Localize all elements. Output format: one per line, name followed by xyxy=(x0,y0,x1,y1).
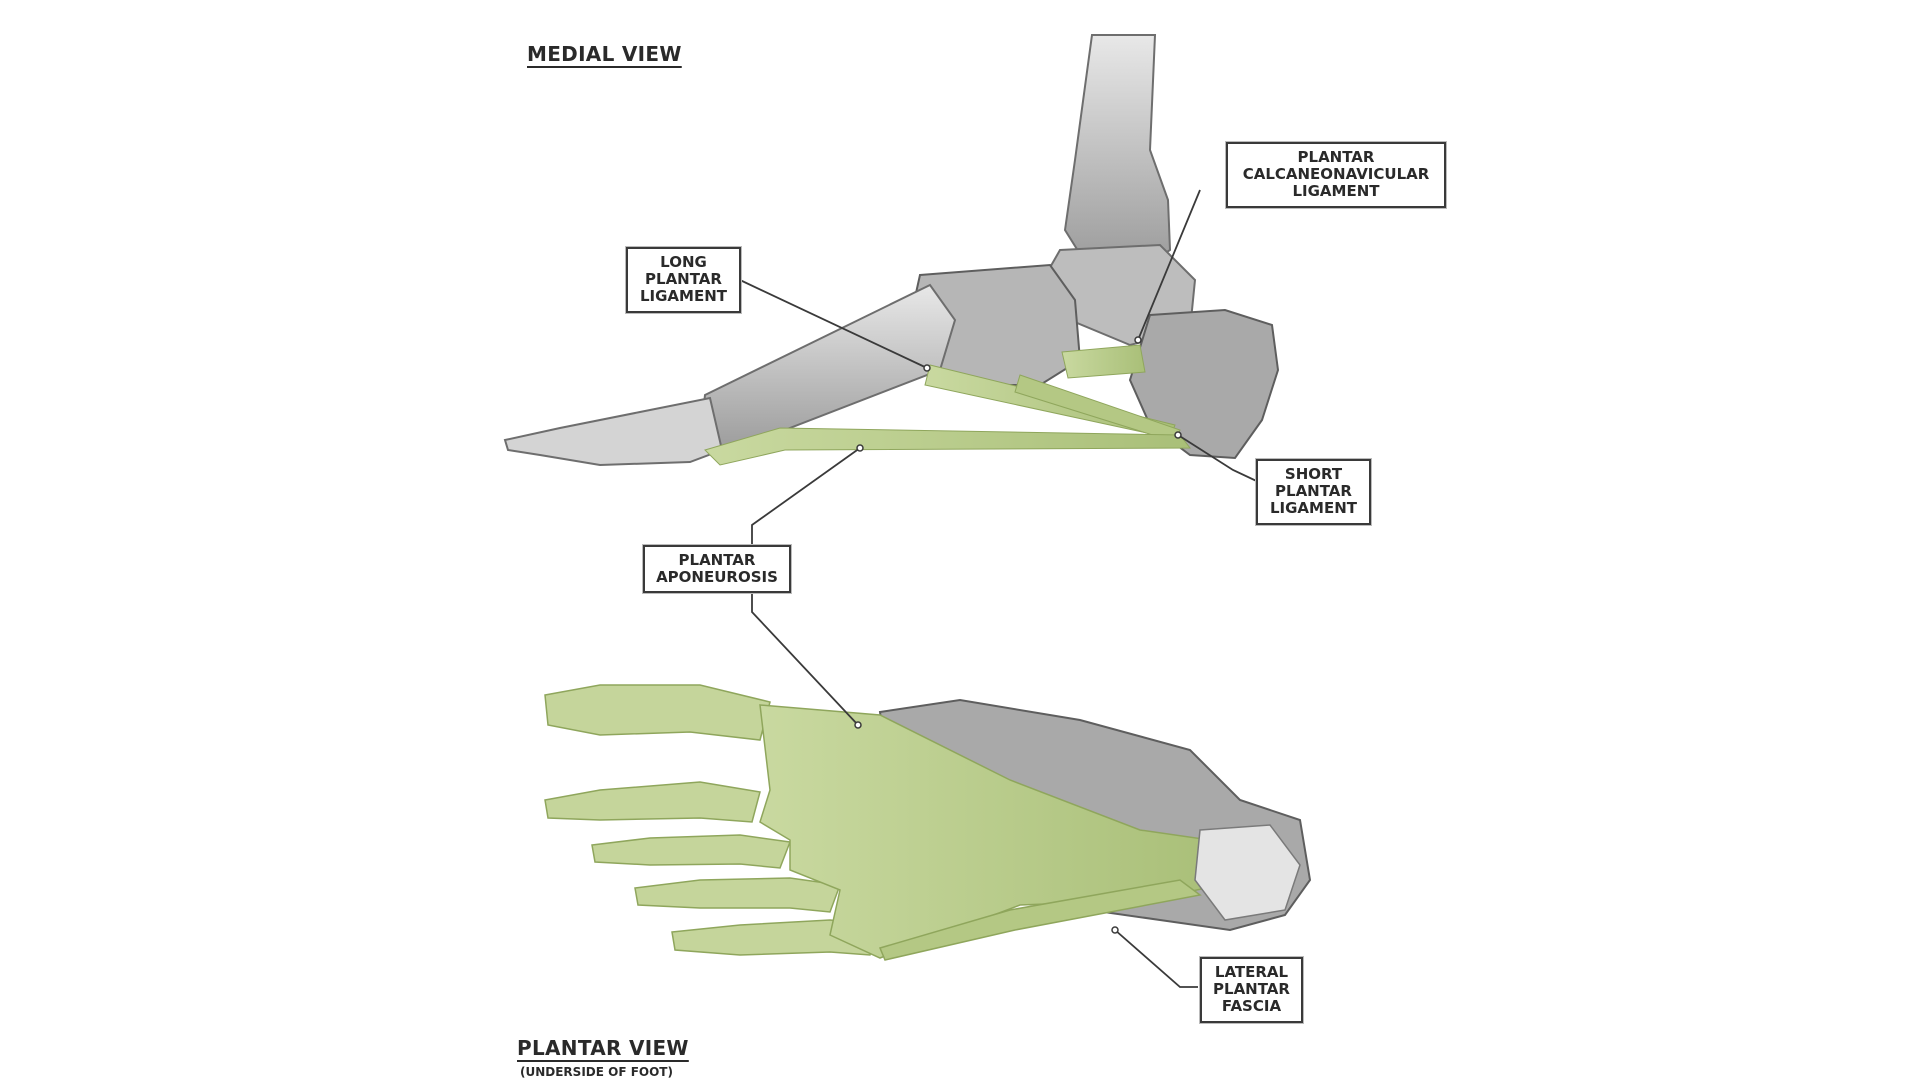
toe-5 xyxy=(671,919,882,956)
leader-lateral-fascia xyxy=(1114,929,1198,988)
label-short-plantar-ligament: SHORT PLANTAR LIGAMENT xyxy=(1256,459,1371,525)
calcaneonavicular-ligament xyxy=(1061,344,1146,379)
label-line: PLANTAR xyxy=(678,551,756,569)
lateral-plantar-fascia-band xyxy=(878,879,1202,961)
leader-aponeurosis-top xyxy=(751,447,861,545)
label-line: FASCIA xyxy=(1221,997,1282,1015)
label-line: PLANTAR xyxy=(645,270,722,288)
label-line: PLANTAR xyxy=(1213,980,1290,998)
leader-calcaneonavicular xyxy=(1137,189,1201,341)
label-plantar-aponeurosis: PLANTAR APONEUROSIS xyxy=(643,545,791,593)
label-line: CALCANEONAVICULAR xyxy=(1242,165,1430,183)
leader-short-plantar xyxy=(1177,434,1266,486)
label-plantar-calcaneonavicular-ligament: PLANTAR CALCANEONAVICULAR LIGAMENT xyxy=(1226,142,1446,208)
plantar-aponeurosis-band xyxy=(704,427,1192,466)
calcaneus-bone xyxy=(1128,308,1280,460)
label-line: LIGAMENT xyxy=(1269,499,1358,517)
phalanx-bones xyxy=(503,396,724,467)
label-line: LIGAMENT xyxy=(639,287,728,305)
toe-3 xyxy=(591,834,792,869)
leader-lines xyxy=(739,189,1266,988)
plantar-view-subheading: (UNDERSIDE OF FOOT) xyxy=(520,1065,673,1079)
medial-view-foot xyxy=(503,34,1280,467)
label-line: LATERAL xyxy=(1214,963,1289,981)
medial-view-heading: MEDIAL VIEW xyxy=(527,42,682,66)
plantar-view-heading: PLANTAR VIEW xyxy=(517,1036,689,1060)
toe-4 xyxy=(634,877,842,913)
label-lateral-plantar-fascia: LATERAL PLANTAR FASCIA xyxy=(1200,957,1303,1023)
label-line: APONEUROSIS xyxy=(656,568,778,586)
leader-dots xyxy=(854,336,1182,934)
plantar-view-foot xyxy=(544,684,1312,961)
label-long-plantar-ligament: LONG PLANTAR LIGAMENT xyxy=(626,247,741,313)
toe-1 xyxy=(544,684,771,741)
label-line: SHORT xyxy=(1284,465,1343,483)
toe-2 xyxy=(544,781,761,823)
label-line: PLANTAR xyxy=(1275,482,1352,500)
label-line: LIGAMENT xyxy=(1292,182,1380,200)
label-line: PLANTAR xyxy=(1297,148,1375,166)
tibia-bone xyxy=(1063,34,1172,272)
heel-pad xyxy=(1194,824,1301,921)
leader-aponeurosis-bottom xyxy=(751,591,859,726)
label-line: LONG xyxy=(660,253,707,271)
leader-long-plantar xyxy=(739,279,928,369)
